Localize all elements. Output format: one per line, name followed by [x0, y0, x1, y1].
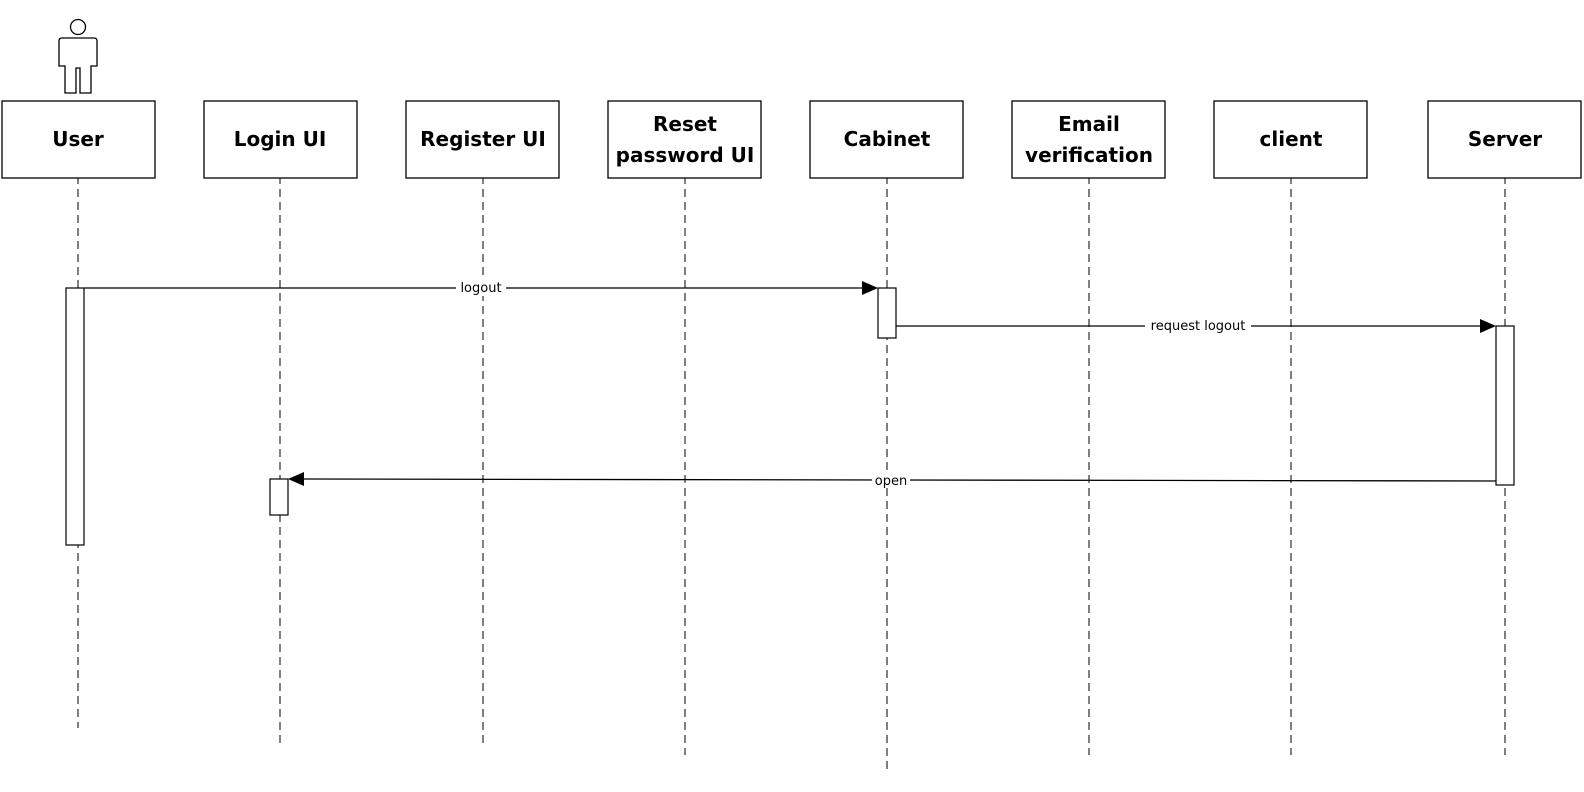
arrowhead-icon — [862, 281, 878, 295]
participant-client: client — [1213, 100, 1368, 179]
arrowhead-icon — [288, 472, 304, 486]
participant-cabinet: Cabinet — [809, 100, 964, 179]
participant-label: Cabinet — [844, 127, 931, 151]
participant-user: User — [1, 100, 156, 179]
participant-reset-password-ui: Reset password UI — [607, 100, 762, 179]
participant-label: Register UI — [420, 127, 546, 151]
participant-label: Server — [1468, 127, 1542, 151]
participant-label-line-1: Reset — [653, 112, 717, 136]
participant-email-verification: Email verification — [1011, 100, 1166, 179]
message-label: logout — [460, 281, 501, 296]
user-actor-icon — [58, 18, 98, 94]
participant-label: Login UI — [234, 127, 327, 151]
message-open: open — [288, 472, 1497, 489]
activation-login-ui — [269, 478, 289, 516]
participant-register-ui: Register UI — [405, 100, 560, 179]
activation-user — [65, 287, 85, 546]
activation-cabinet — [877, 287, 897, 339]
message-logout: logout — [84, 280, 878, 296]
participant-label-line-2: password UI — [616, 143, 755, 167]
participant-label-line-1: Email — [1058, 112, 1120, 136]
participant-login-ui: Login UI — [203, 100, 358, 179]
participant-label: client — [1260, 127, 1323, 151]
participant-server: Server — [1427, 100, 1582, 179]
participant-label: User — [52, 127, 104, 151]
message-label: request logout — [1151, 319, 1246, 334]
participant-label-line-2: verification — [1025, 143, 1153, 167]
lifelines — [77, 176, 1506, 772]
message-label: open — [875, 474, 907, 489]
message-request-logout: request logout — [896, 318, 1496, 334]
arrowhead-icon — [1480, 319, 1496, 333]
activation-server — [1495, 325, 1515, 486]
